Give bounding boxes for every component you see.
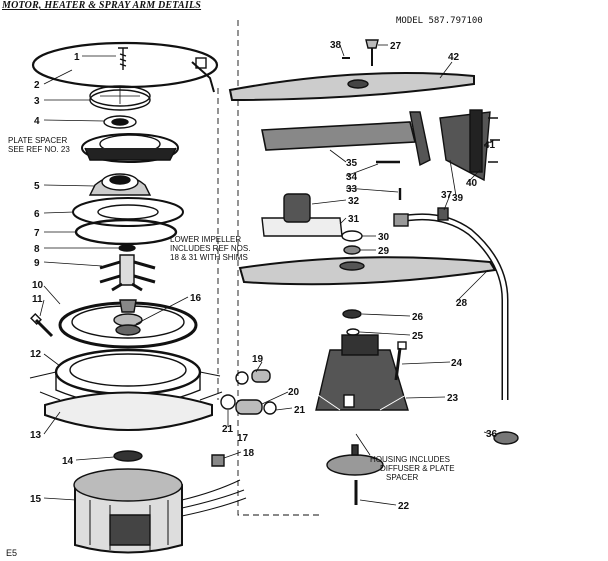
callout-28: 28 [456, 298, 468, 309]
callout-23: 23 [447, 393, 459, 404]
hose-20 [235, 399, 263, 415]
callout-12: 12 [30, 349, 42, 360]
washer-25 [346, 328, 360, 336]
support-plate-31 [261, 217, 343, 237]
callout-9: 9 [34, 258, 40, 269]
callout-16: 16 [190, 293, 202, 304]
callout-4: 4 [34, 116, 40, 127]
callout-24: 24 [451, 358, 463, 369]
motor [73, 468, 247, 554]
screws-41 [488, 117, 500, 163]
note-impeller-2: INCLUDES REF NOS. [170, 244, 250, 253]
nozzle-27 [365, 39, 379, 66]
callout-27: 27 [390, 41, 402, 52]
clamp-21 [220, 394, 277, 415]
supply-tube [393, 207, 509, 400]
lower-impeller [99, 254, 156, 292]
callout-5: 5 [34, 181, 40, 192]
shaft-seal-16 [115, 324, 141, 336]
screw-part-1 [118, 47, 128, 70]
callout-13: 13 [30, 430, 42, 441]
note-impeller-3: 18 & 31 WITH SHIMS [170, 253, 248, 262]
callout-29: 29 [378, 246, 390, 257]
upper-impeller-plate [89, 85, 151, 111]
bearing-30 [341, 230, 363, 242]
callout-25: 25 [412, 331, 424, 342]
callout-38: 38 [330, 40, 342, 51]
note-impeller-1: LOWER IMPELLER [170, 235, 241, 244]
callout-2: 2 [34, 80, 40, 91]
upper-water-tube [261, 111, 431, 167]
note-plate-spacer-1: PLATE SPACER [8, 136, 68, 145]
bottom-plate [39, 391, 223, 431]
page-code: E5 [6, 548, 18, 558]
motor-coupling [113, 450, 143, 462]
callout-33: 33 [346, 184, 358, 195]
callout-15: 15 [30, 494, 42, 505]
callout-39: 39 [452, 193, 464, 204]
callout-41: 41 [484, 140, 496, 151]
callout-7: 7 [34, 228, 40, 239]
heater-element [31, 41, 219, 93]
callout-18: 18 [243, 448, 255, 459]
callout-11: 11 [32, 294, 43, 305]
nut-18 [211, 454, 225, 467]
leader-lines [39, 44, 497, 506]
callout-37: 37 [441, 190, 453, 201]
seal-ring-6 [72, 197, 184, 227]
model-number: MODEL 587.797100 [396, 16, 483, 26]
callout-32: 32 [348, 196, 360, 207]
callout-6: 6 [34, 209, 40, 220]
note-plate-spacer-2: SEE REF NO. 23 [8, 145, 70, 154]
callout-34: 34 [346, 172, 358, 183]
assembly-guide-line [237, 20, 320, 516]
callout-26: 26 [412, 312, 424, 323]
notes: PLATE SPACER SEE REF NO. 23 LOWER IMPELL… [8, 136, 455, 482]
drive-gear [103, 115, 137, 129]
note-housing-1: HOUSING INCLUDES [370, 455, 450, 464]
diagram-title: MOTOR, HEATER & SPRAY ARM DETAILS [2, 0, 202, 11]
callout-19: 19 [252, 354, 264, 365]
callout-30: 30 [378, 232, 390, 243]
callout-35: 35 [346, 158, 358, 169]
upper-spray-arm [228, 72, 475, 102]
grommet-36 [493, 431, 519, 445]
nut-26 [342, 309, 362, 319]
bolt-11 [30, 313, 54, 338]
nut-29 [343, 245, 361, 255]
washer-8 [118, 244, 136, 252]
seal-ring-7 [74, 218, 178, 246]
note-housing-2: DIFFUSER & PLATE [380, 464, 455, 473]
callout-36: 36 [486, 429, 498, 440]
callout-22: 22 [398, 501, 410, 512]
bearing-housing [88, 173, 152, 196]
pump-outlet-housing [315, 334, 409, 411]
callout-10: 10 [32, 280, 44, 291]
callout-3: 3 [34, 96, 40, 107]
callout-8: 8 [34, 244, 40, 255]
callout-21a: 21 [294, 405, 306, 416]
callout-31: 31 [348, 214, 360, 225]
callout-40: 40 [466, 178, 478, 189]
grommet-40 [469, 109, 483, 173]
callout-1: 1 [74, 52, 80, 63]
pump-base-ring [58, 299, 198, 349]
lower-spray-arm [238, 256, 497, 286]
callout-21b: 21 [222, 424, 234, 435]
note-housing-3: SPACER [386, 473, 419, 482]
bolt-24 [394, 341, 407, 381]
diffuser-plate [326, 444, 384, 476]
plate-spacer [81, 133, 179, 163]
callout-labels: 1 2 3 4 5 6 7 8 9 10 11 12 13 14 15 16 1… [30, 40, 498, 512]
spray-tower-32 [283, 193, 311, 223]
callout-17: 17 [237, 433, 249, 444]
callout-14: 14 [62, 456, 74, 467]
hose-19 [235, 369, 271, 385]
callout-20: 20 [288, 387, 300, 398]
callout-42: 42 [448, 52, 460, 63]
